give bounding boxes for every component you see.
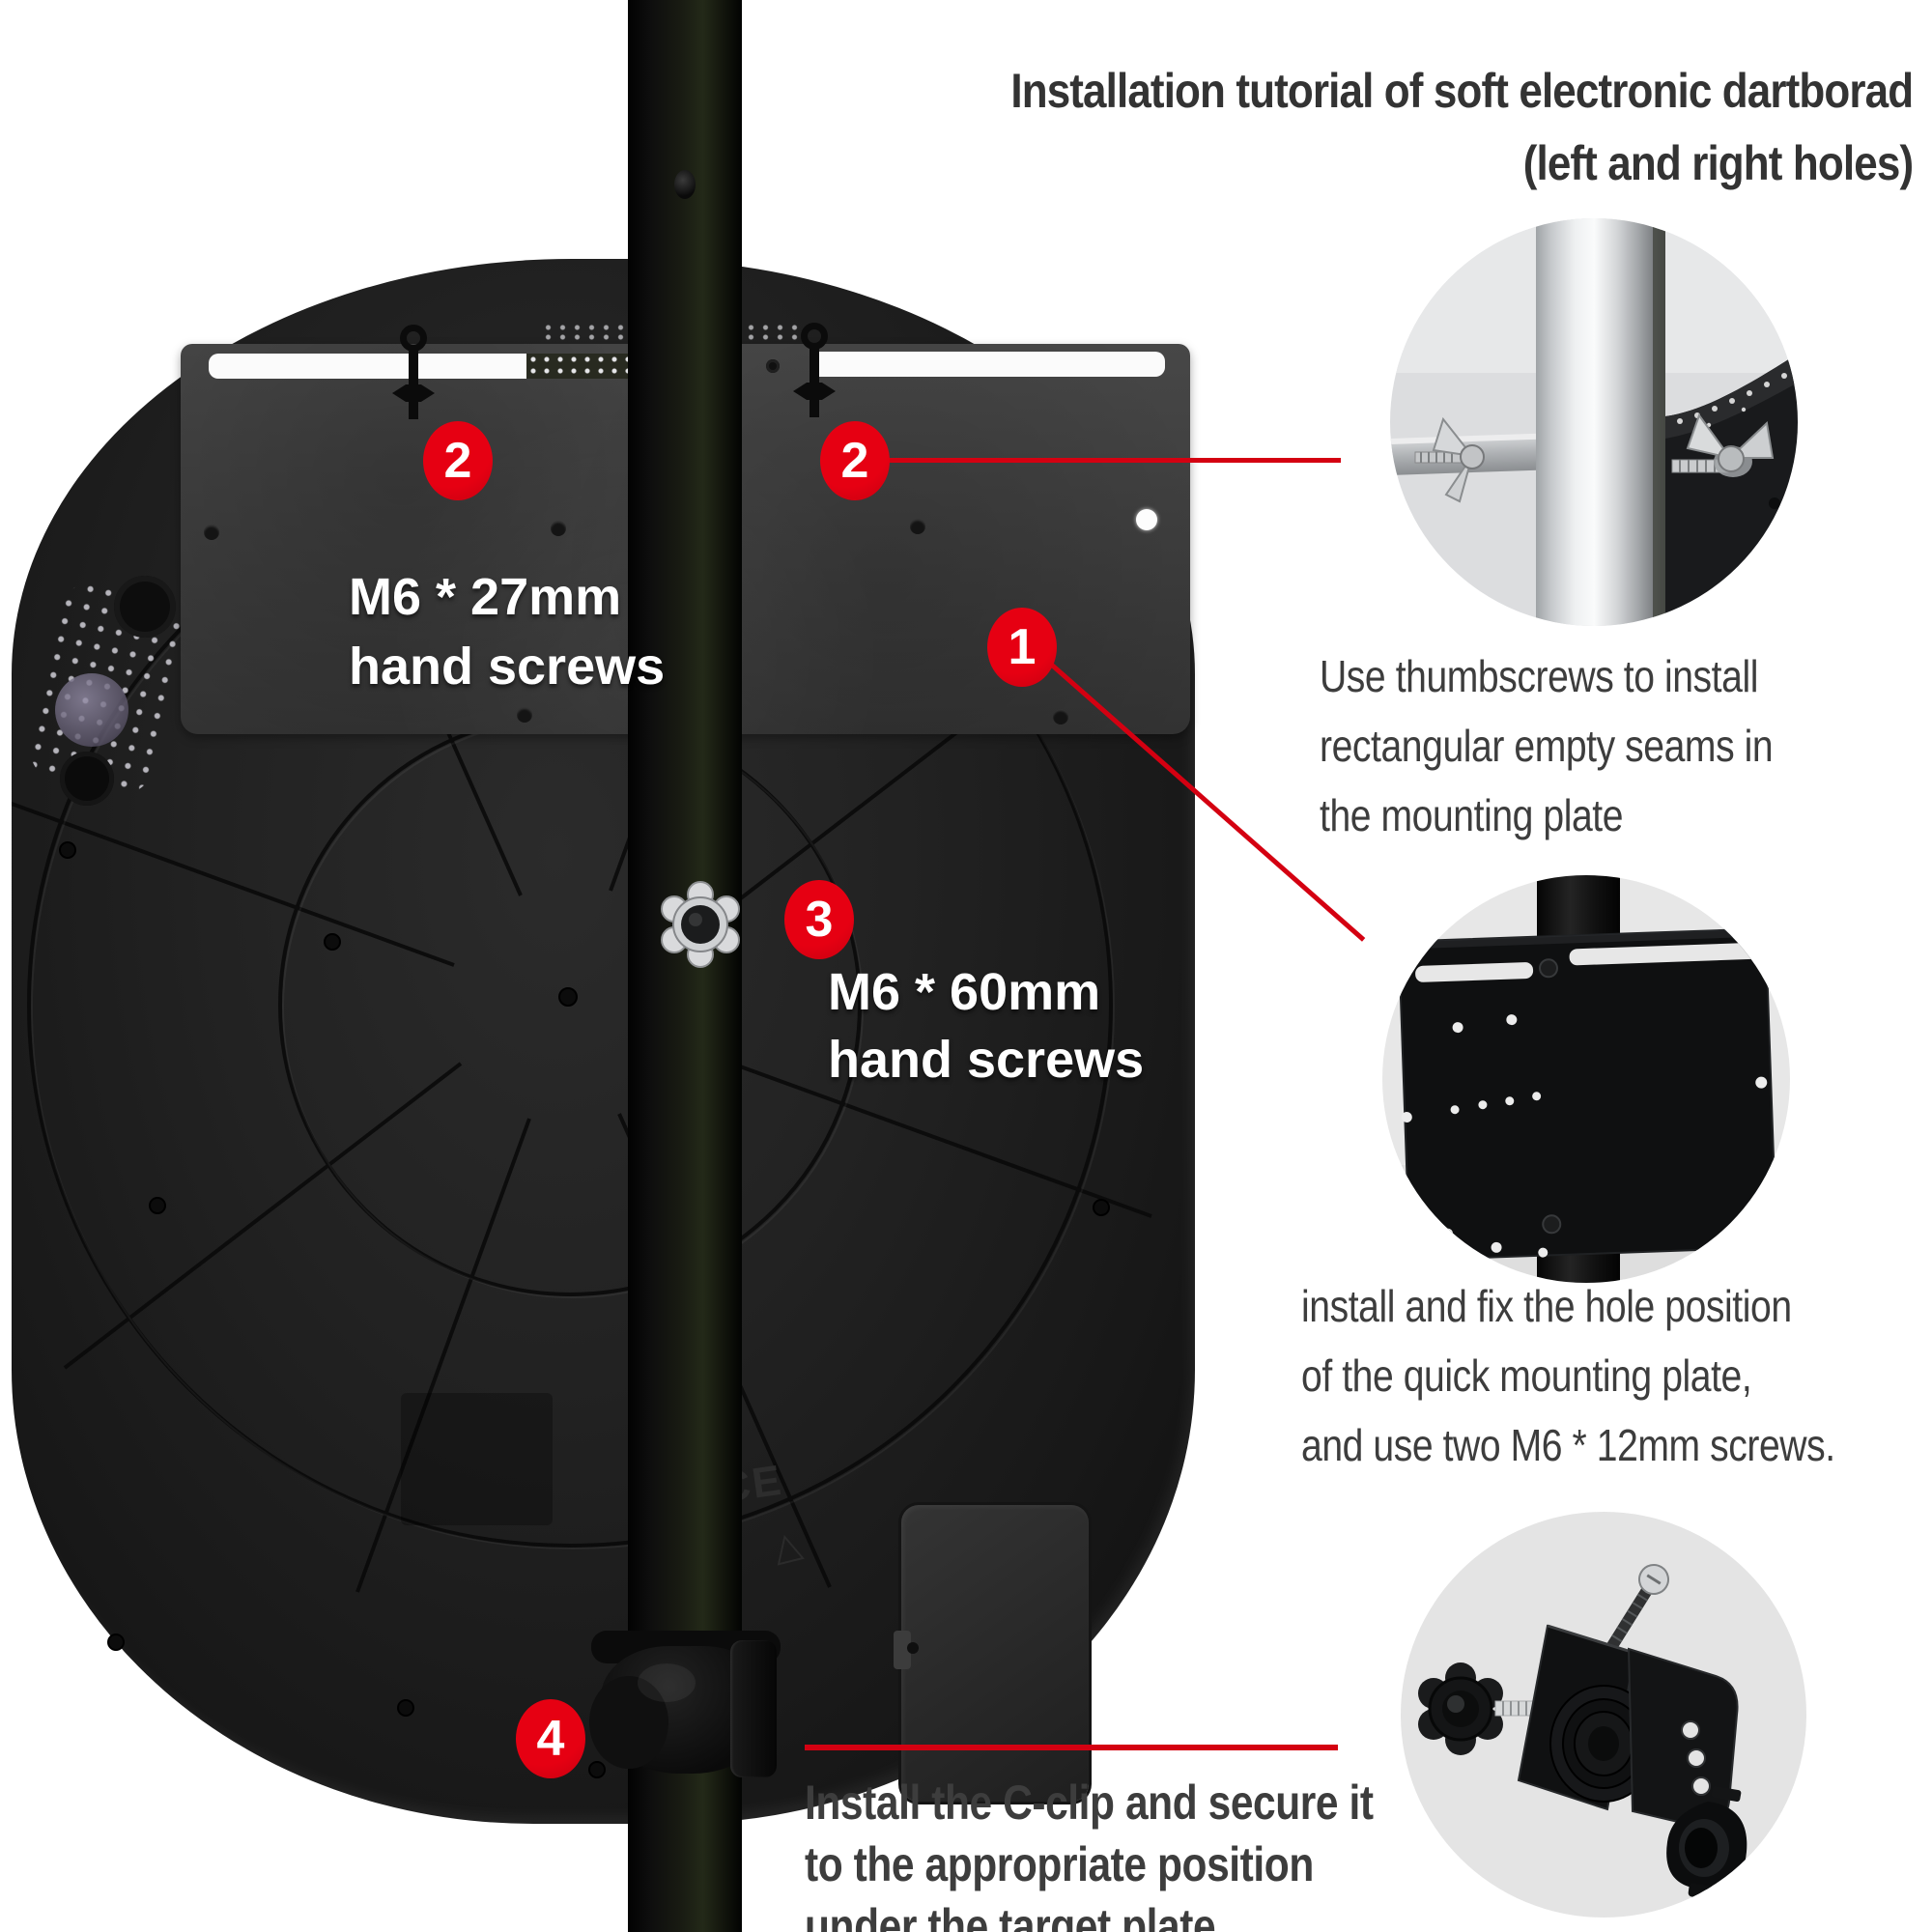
inset-photo-mounting-plate — [1382, 875, 1790, 1283]
step-badge-1: 1 — [987, 608, 1057, 687]
label-m6-60: M6 * 60mm hand screws — [828, 963, 1145, 1089]
callout-line-step4 — [805, 1745, 1338, 1750]
step-badge-4: 4 — [516, 1699, 585, 1778]
star-knob-icon — [661, 881, 740, 968]
label-recess — [401, 1393, 553, 1525]
plate-hole-open — [1136, 509, 1157, 530]
speaker-lens-icon — [55, 673, 128, 747]
sensor-hole-icon — [114, 576, 176, 638]
wing-screw-icon — [386, 325, 440, 425]
plate-hole — [517, 707, 532, 723]
plate-hole — [551, 521, 566, 536]
plate-hole — [910, 519, 925, 534]
battery-latch — [894, 1631, 911, 1669]
inset-photo-c-clip — [1401, 1512, 1806, 1918]
instruction-step4: Install the C-clip and secure it to the … — [805, 1776, 1374, 1932]
sensor-hole-icon — [60, 752, 114, 806]
plate-screw-icon — [766, 359, 780, 373]
c-clip-highlight — [638, 1663, 696, 1702]
plate-hole — [1053, 709, 1068, 724]
plate-slot-right — [810, 352, 1165, 377]
step-badge-2-right: 2 — [820, 421, 890, 500]
c-clip-jaw — [730, 1640, 777, 1777]
step-badge-3: 3 — [784, 880, 854, 959]
battery-compartment — [901, 1505, 1089, 1802]
step-badge-2-left: 2 — [423, 421, 493, 500]
inset-photo-thumbscrews — [1390, 218, 1798, 626]
stand-pole — [628, 0, 742, 1932]
instruction-step2: install and fix the hole position of the… — [1301, 1281, 1835, 1470]
pole-hole — [674, 170, 696, 199]
wing-screw-icon — [787, 323, 841, 423]
page-title: Installation tutorial of soft electronic… — [1010, 64, 1914, 190]
callout-line-step2 — [889, 458, 1341, 463]
plate-hole — [204, 525, 219, 540]
label-m6-27: M6 * 27mm hand screws — [349, 568, 666, 696]
c-clip-knob — [589, 1676, 668, 1769]
instruction-step1: Use thumbscrews to install rectangular e… — [1320, 651, 1774, 840]
screw-icon — [907, 1642, 919, 1654]
